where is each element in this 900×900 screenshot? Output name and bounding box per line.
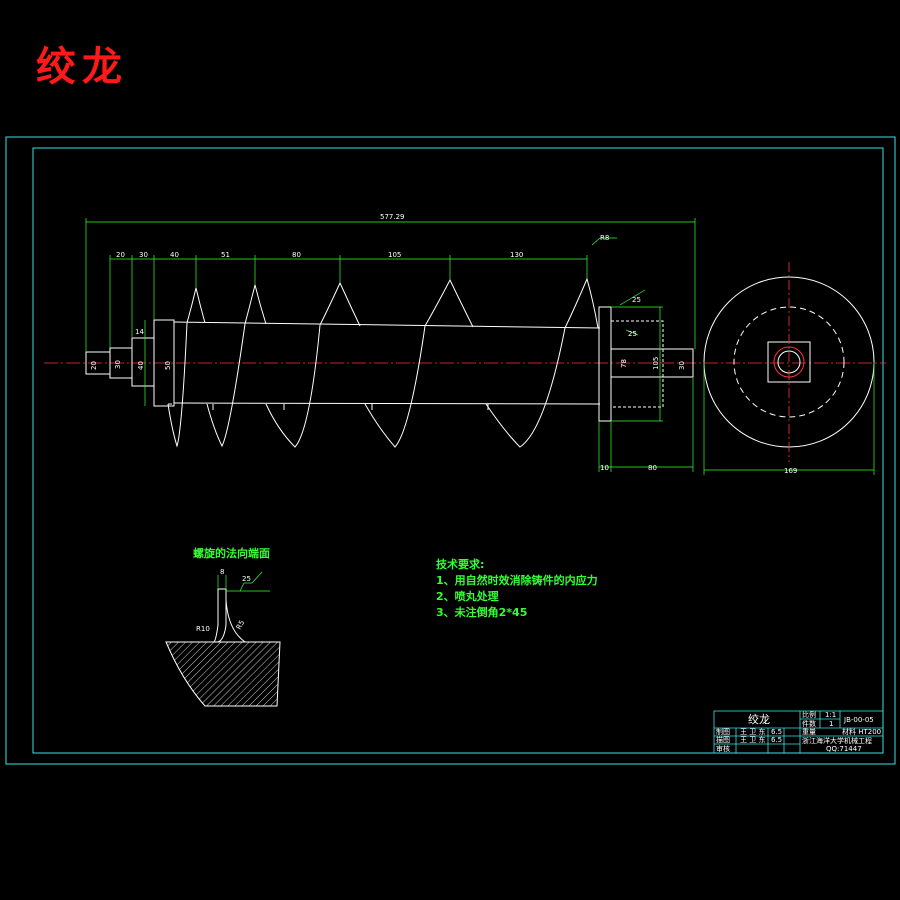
- section-radius-right: R5: [235, 619, 247, 631]
- tb-org2: QQ:71447: [826, 745, 862, 753]
- tb-row1-label: 制图: [716, 727, 730, 736]
- dim-shaft-left: 20: [90, 361, 98, 370]
- section-roughness: 25: [242, 575, 251, 583]
- dim-core: 50: [164, 361, 172, 370]
- dim-leader-note: R8: [600, 234, 609, 242]
- tech-item-2: 2、喷丸处理: [436, 589, 499, 603]
- tb-ratio-value: 1:1: [825, 711, 836, 719]
- tb-row3-label: 审核: [716, 744, 730, 753]
- section-profile: [165, 571, 281, 707]
- tech-heading: 技术要求:: [436, 557, 484, 571]
- drawing-title: 绞龙: [36, 43, 128, 90]
- tb-row2-label: 描图: [716, 735, 730, 744]
- tb-qty-label: 件数: [802, 719, 816, 728]
- dim-roughness-top: 25: [632, 296, 641, 304]
- dim-end-view: 169: [784, 467, 797, 475]
- end-view: [703, 262, 875, 462]
- dim-flange-thickness: 10: [600, 464, 609, 472]
- left-shaft: [85, 319, 175, 407]
- tech-item-3: 3、未注倒角2*45: [436, 605, 527, 619]
- dim-seg-30: 30: [139, 251, 148, 259]
- tb-row1-name: 王 卫 东: [740, 727, 765, 736]
- tb-part-name: 绞龙: [748, 712, 770, 726]
- dim-seg-51: 51: [221, 251, 230, 259]
- tb-row1-date: 6.5: [771, 728, 782, 736]
- dim-overall: 577.29: [380, 213, 405, 221]
- dimension-lines: [85, 218, 875, 475]
- tb-qty-value: 1: [829, 720, 833, 728]
- dim-seg-40: 40: [170, 251, 179, 259]
- dim-step: 30: [114, 360, 122, 369]
- tb-row2-name: 王 卫 东: [740, 735, 765, 744]
- dim-right-shaft: 80: [648, 464, 657, 472]
- section-radius-left: R10: [196, 625, 210, 633]
- tb-org: 浙江海洋大学机械工程: [802, 736, 872, 745]
- tech-item-1: 1、用自然时效消除铸件的内应力: [436, 573, 598, 587]
- dim-seg-80: 80: [292, 251, 301, 259]
- section-width: 8: [220, 568, 224, 576]
- dim-shaft-right: 30: [678, 361, 686, 370]
- tb-drawing-no: JB-00-05: [843, 716, 874, 724]
- dim-flange: 105: [652, 357, 660, 370]
- tb-ratio-label: 比例: [802, 710, 816, 719]
- dim-flange-inner: 78: [620, 359, 628, 368]
- right-flange: [598, 306, 694, 422]
- inner-frame: [32, 147, 884, 754]
- dim-collar: 40: [137, 361, 145, 370]
- dim-seg-20: 20: [116, 251, 125, 259]
- dim-left-14: 14: [135, 328, 144, 336]
- dim-angle: 25: [628, 330, 637, 338]
- title-block: [713, 710, 884, 754]
- tb-row2-date: 6.5: [771, 736, 782, 744]
- dim-seg-105: 105: [388, 251, 401, 259]
- section-title: 螺旋的法向端面: [193, 546, 270, 560]
- outer-frame: [5, 136, 896, 765]
- tb-weight-label: 重量: [802, 728, 816, 736]
- dim-seg-130: 130: [510, 251, 523, 259]
- tb-material: 材料 HT200: [842, 727, 881, 736]
